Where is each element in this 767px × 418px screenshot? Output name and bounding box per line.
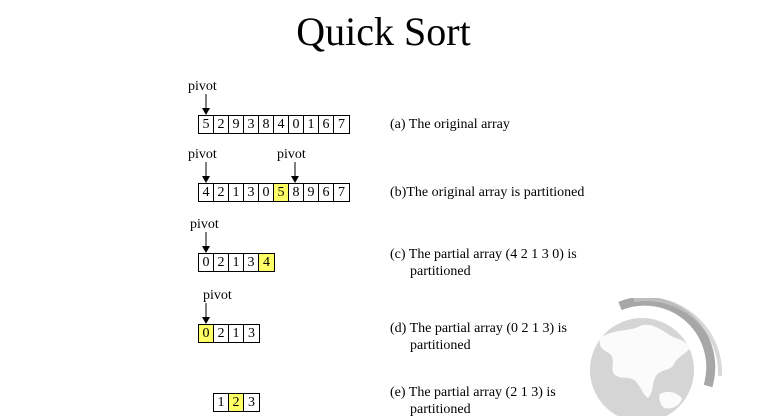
- globe-icon: [590, 298, 723, 416]
- array-d: 0 2 1 3: [198, 324, 260, 343]
- array-b-cell: 9: [304, 184, 319, 201]
- array-c-cell-pivot: 4: [259, 254, 274, 271]
- array-a-cell: 4: [274, 116, 289, 133]
- pivot-arrow-b-left: [202, 162, 210, 183]
- pivot-label-b-right: pivot: [277, 147, 306, 162]
- array-d-cell: 1: [229, 325, 244, 342]
- array-a-cell: 7: [338, 117, 345, 132]
- pivot-label-d: pivot: [203, 288, 232, 303]
- array-b-cell: 3: [244, 184, 259, 201]
- caption-c-line1: (c) The partial array (4 2 1 3 0) is: [390, 247, 577, 262]
- array-d-cell: 3: [248, 326, 255, 341]
- array-a-cell: 6: [319, 116, 334, 133]
- array-a-cell: 0: [289, 116, 304, 133]
- array-a: 5 2 9 3 8 4 0 1 6 7: [198, 115, 350, 134]
- caption-a: (a) The original array: [390, 116, 510, 133]
- array-b: 4 2 1 3 0 5 8 9 6 7: [198, 183, 350, 202]
- array-a-cell: 9: [229, 116, 244, 133]
- caption-c-line2: partitioned: [410, 264, 471, 279]
- array-d-cell-pivot: 0: [199, 325, 214, 342]
- array-b-cell: 4: [199, 184, 214, 201]
- array-b-cell: 2: [214, 184, 229, 201]
- array-b-cell: 7: [338, 185, 345, 200]
- array-b-cell: 1: [229, 184, 244, 201]
- array-c-cell: 2: [214, 254, 229, 271]
- array-e-cell: 3: [248, 395, 255, 410]
- array-b-cell: 6: [319, 184, 334, 201]
- pivot-label-a: pivot: [188, 79, 217, 94]
- array-e-cell: 1: [214, 394, 229, 411]
- array-b-cell: 0: [259, 184, 274, 201]
- array-e: 1 2 3: [213, 393, 260, 412]
- array-a-cell: 8: [259, 116, 274, 133]
- array-a-cell: 1: [304, 116, 319, 133]
- array-d-cell: 2: [214, 325, 229, 342]
- pivot-arrow-d: [202, 303, 210, 324]
- caption-d-line2: partitioned: [410, 338, 471, 353]
- pivot-arrow-a: [202, 94, 210, 115]
- array-a-cell: 2: [214, 116, 229, 133]
- array-c-cell: 1: [229, 254, 244, 271]
- array-a-cell: 5: [199, 116, 214, 133]
- caption-e-line1: (e) The partial array (2 1 3) is: [390, 385, 556, 400]
- array-c-cell: 0: [199, 254, 214, 271]
- caption-d: (d) The partial array (0 2 1 3) is parti…: [390, 320, 567, 354]
- array-c: 0 2 1 3 4: [198, 253, 275, 272]
- caption-b-line: (b)The original array is partitioned: [390, 185, 585, 200]
- caption-c: (c) The partial array (4 2 1 3 0) is par…: [390, 246, 577, 280]
- array-a-cell: 3: [244, 116, 259, 133]
- array-c-cell: 3: [244, 254, 259, 271]
- caption-e: (e) The partial array (2 1 3) is partiti…: [390, 384, 556, 418]
- caption-a-line: (a) The original array: [390, 117, 510, 132]
- caption-b: (b)The original array is partitioned: [390, 184, 584, 201]
- caption-e-line2: partitioned: [410, 402, 471, 417]
- pivot-label-c: pivot: [190, 217, 219, 232]
- pivot-label-b-left: pivot: [188, 147, 217, 162]
- page-title: Quick Sort: [296, 9, 471, 54]
- caption-d-line1: (d) The partial array (0 2 1 3) is: [390, 321, 568, 336]
- array-b-cell-pivot: 5: [274, 184, 289, 201]
- array-e-cell-pivot: 2: [229, 394, 244, 411]
- array-b-cell: 8: [289, 184, 304, 201]
- pivot-arrow-c: [202, 232, 210, 253]
- pivot-arrow-b-right: [291, 162, 299, 183]
